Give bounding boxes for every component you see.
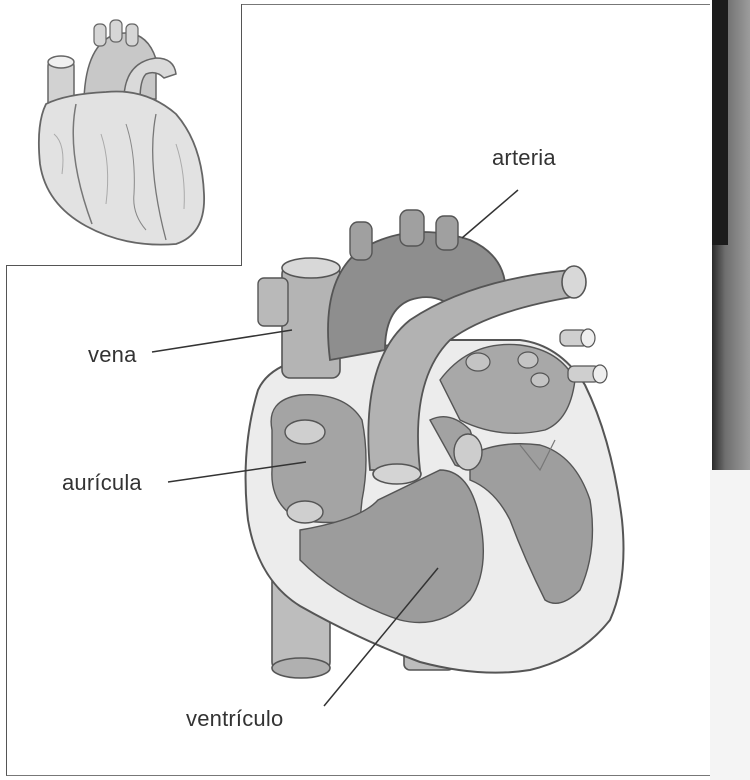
arteria-leader-line [462,190,518,238]
vena-leader-line [152,330,292,352]
label-auricula: aurícula [62,470,142,496]
right-atrium-cavity [271,395,366,523]
label-arteria: arteria [492,145,556,171]
label-ventriculo: ventrículo [186,706,283,732]
label-vena: vena [88,342,137,368]
